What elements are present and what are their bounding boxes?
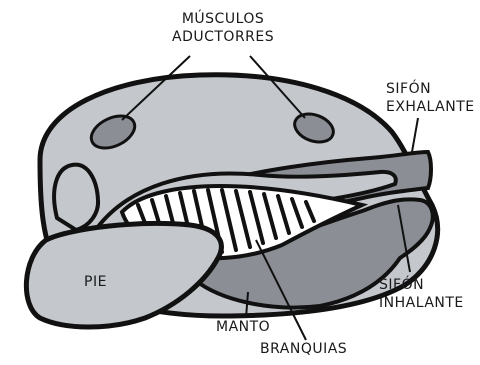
label-adductor-line2: ADUCTORRES	[172, 28, 274, 46]
label-exhalant-siphon: SIFÓN EXHALANTE	[386, 80, 475, 116]
left-lobe	[54, 165, 98, 230]
label-inhalant-line1: SIFÓN	[379, 276, 464, 294]
label-foot: PIE	[84, 273, 107, 291]
label-exhalant-line1: SIFÓN	[386, 80, 475, 98]
label-adductor-line1: MÚSCULOS	[172, 10, 274, 28]
label-mantle: MANTO	[216, 318, 270, 336]
label-inhalant-line2: INHALANTE	[379, 294, 464, 312]
label-inhalant-siphon: SIFÓN INHALANTE	[379, 276, 464, 312]
label-exhalant-line2: EXHALANTE	[386, 98, 475, 116]
label-gills: BRANQUIAS	[260, 340, 347, 358]
label-adductor-muscles: MÚSCULOS ADUCTORRES	[172, 10, 274, 46]
